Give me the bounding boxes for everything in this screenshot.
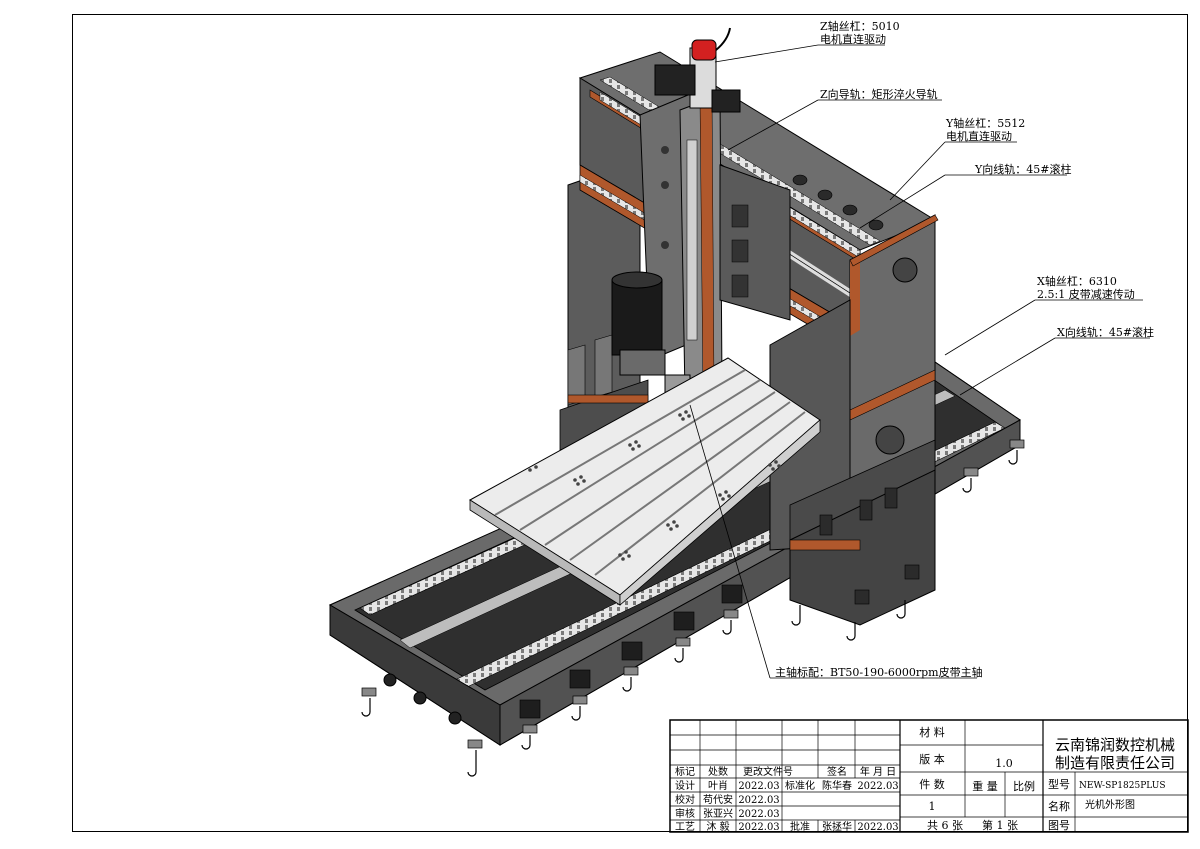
tb-row-review-date: 2022.03 [738, 809, 779, 820]
tb-row-process-date: 2022.03 [738, 822, 779, 833]
tb-row-process-date2: 2022.03 [857, 822, 898, 833]
tb-row-check-role: 校对 [675, 793, 695, 806]
tb-pieces-value: 1 [929, 800, 936, 813]
callout-x-drive: 2.5:1 皮带减速传动 [1037, 288, 1135, 301]
tb-material-label: 材 料 [919, 725, 945, 739]
tb-scale-label: 比例 [1013, 779, 1035, 793]
tb-row-review-role: 审核 [675, 807, 695, 820]
tb-name-label: 名称 [1048, 799, 1070, 813]
callout-z-drive: 电机直连驱动 [820, 32, 886, 46]
callout-spindle: 主轴标配：BT50-190-6000rpm皮带主轴 [775, 665, 983, 679]
tb-row-process-role2: 批准 [790, 820, 810, 833]
tb-row-process-role: 工艺 [675, 821, 695, 833]
tb-row-process-name2: 张拯华 [822, 820, 852, 833]
tb-rev-header-mark: 标记 [675, 766, 695, 778]
tb-row-design-name: 叶肖 [708, 779, 728, 792]
tb-sheets: 共 6 张 [927, 819, 963, 832]
leader-lines [689, 44, 1150, 679]
callout-z-guide: Z向导轨：矩形淬火导轨 [820, 87, 938, 101]
tb-row-design-name2: 陈华春 [822, 779, 852, 792]
tb-row-design-role2: 标准化 [785, 779, 815, 792]
tb-rev-header-count: 处数 [708, 765, 728, 778]
tb-sheet: 第 1 张 [982, 818, 1018, 832]
callout-y-screw: Y轴丝杠：5512 [945, 116, 1025, 130]
tb-row-process-name: 沐 毅 [706, 820, 729, 833]
tb-rev-header-doc: 更改文件号 [743, 765, 793, 778]
tb-rev-header-date: 年 月 日 [860, 765, 896, 778]
tb-company-line2: 制造有限责任公司 [1055, 754, 1175, 772]
callout-x-guide: X向线轨：45#滚柱 [1057, 325, 1154, 339]
spindle-head [611, 27, 791, 402]
tb-rev-header-sign: 签名 [827, 765, 847, 778]
callout-x-screw: X轴丝杠：6310 [1037, 274, 1117, 288]
tb-row-check-date: 2022.03 [738, 795, 779, 806]
title-block: 材 料 版 本 1.0 件 数 1 重 量 比例 共 6 张 第 1 张 云南锦… [669, 719, 1189, 833]
callout-z-screw: Z轴丝杠：5010 [820, 19, 900, 33]
tb-version-value: 1.0 [995, 757, 1013, 770]
drawing-frame [72, 14, 1188, 832]
tb-pieces-label: 件 数 [919, 778, 945, 791]
tb-row-design-role: 设计 [675, 779, 695, 792]
tb-company-line1: 云南锦润数控机械 [1055, 736, 1175, 754]
work-table [469, 357, 821, 606]
front-column [769, 214, 939, 641]
callout-y-drive: 电机直连驱动 [946, 129, 1012, 143]
tb-drawing-no-label: 图号 [1048, 819, 1070, 832]
tb-name-value: 光机外形图 [1085, 798, 1135, 811]
tb-row-design-date: 2022.03 [738, 781, 779, 792]
tb-version-label: 版 本 [919, 752, 945, 766]
tb-row-check-name: 苟代安 [703, 793, 733, 806]
tb-weight-label: 重 量 [972, 779, 998, 793]
tb-row-review-name: 张亚兴 [703, 808, 733, 820]
tb-row-design-date2: 2022.03 [857, 781, 898, 792]
tb-model-label: 型号 [1048, 777, 1070, 791]
tb-model-value: NEW-SP1825PLUS [1079, 781, 1166, 791]
callout-y-guide: Y向线轨：45#滚柱 [974, 162, 1071, 176]
